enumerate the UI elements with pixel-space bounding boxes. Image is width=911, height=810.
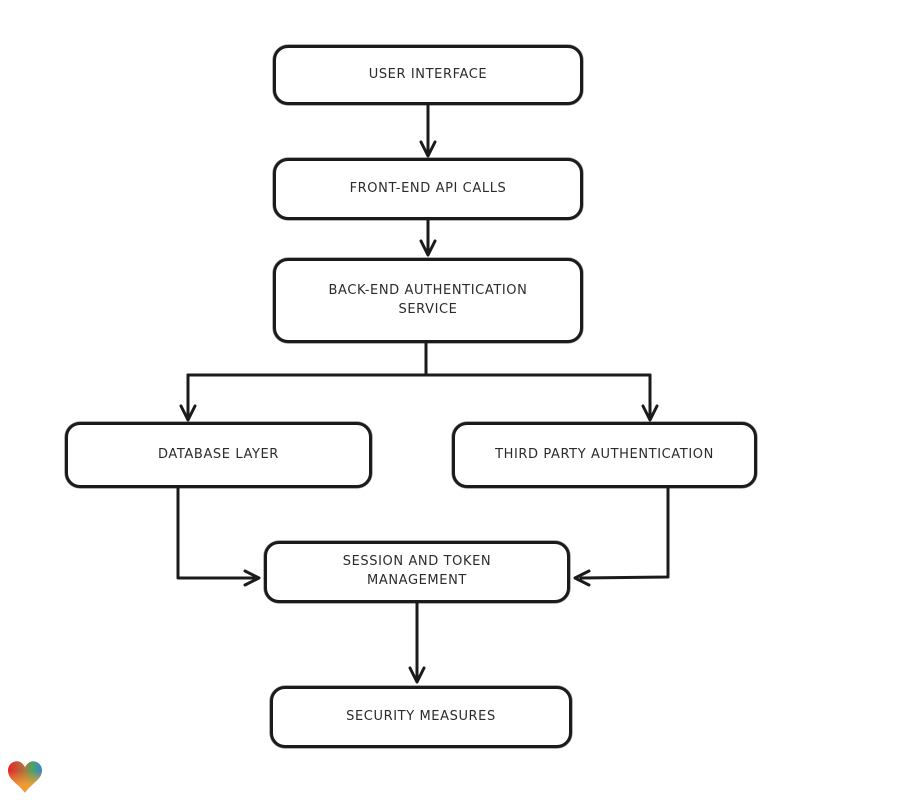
heart-logo [8, 761, 42, 793]
edge-back-end-branch [179, 341, 659, 422]
node-back-end-authentication-service[interactable]: BACK-END AUTHENTICATION SERVICE [273, 258, 583, 343]
edge-database-to-session [176, 486, 261, 587]
node-third-party-authentication[interactable]: THIRD PARTY AUTHENTICATION [452, 422, 757, 488]
edge-third-party-to-session [573, 486, 670, 587]
edge-front-end-to-back-end [419, 218, 437, 257]
node-label: DATABASE LAYER [158, 446, 279, 462]
node-label: THIRD PARTY AUTHENTICATION [495, 446, 714, 462]
edge-session-to-security [408, 601, 426, 684]
node-front-end-api-calls[interactable]: FRONT-END API CALLS [273, 158, 583, 220]
node-label: USER INTERFACE [368, 66, 488, 82]
edge-user-interface-to-front-end [419, 103, 437, 158]
node-label: BACK-END AUTHENTICATION SERVICE [328, 282, 528, 317]
node-security-measures[interactable]: SECURITY MEASURES [270, 686, 572, 748]
heart-icon [8, 761, 42, 793]
node-database-layer[interactable]: DATABASE LAYER [65, 422, 372, 488]
node-label: FRONT-END API CALLS [349, 180, 507, 196]
node-session-and-token-management[interactable]: SESSION AND TOKEN MANAGEMENT [264, 541, 570, 603]
node-label: SECURITY MEASURES [346, 708, 496, 724]
node-label: SESSION AND TOKEN MANAGEMENT [342, 554, 492, 588]
node-user-interface[interactable]: USER INTERFACE [273, 45, 583, 105]
